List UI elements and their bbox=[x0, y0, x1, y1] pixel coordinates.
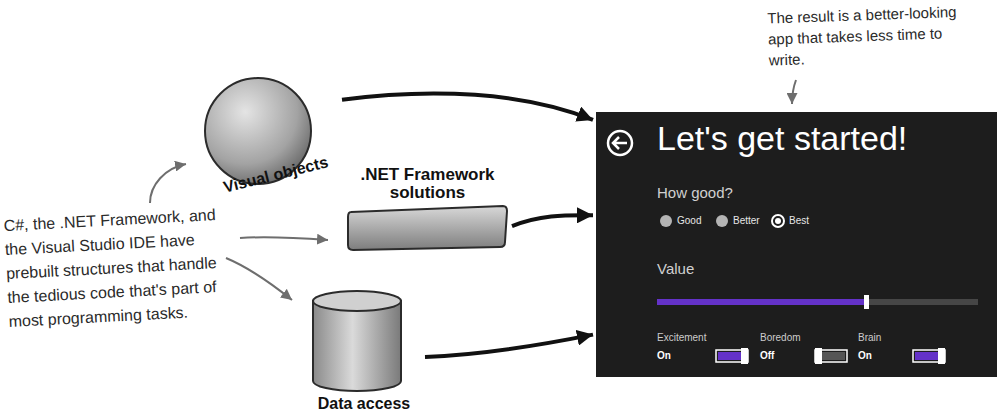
object-label: Data access bbox=[305, 394, 423, 413]
connector-arrow bbox=[425, 335, 593, 357]
app-text: Excitement bbox=[657, 332, 706, 344]
cylinder-top bbox=[313, 291, 401, 311]
app-text: On bbox=[858, 350, 872, 362]
app-text: On bbox=[657, 350, 671, 362]
app-text: Let's get started! bbox=[657, 118, 907, 159]
object-label: .NET Framework solutions bbox=[350, 166, 505, 202]
connector-arrow bbox=[512, 215, 593, 226]
app-text: Better bbox=[733, 215, 760, 227]
app-text: Off bbox=[760, 350, 774, 362]
app-screenshot: Let's get started! How good? Good Better Bes… bbox=[596, 112, 997, 377]
app-text: Boredom bbox=[760, 332, 801, 344]
app-background bbox=[596, 112, 997, 377]
toggle-knob bbox=[741, 348, 748, 364]
sphere-object: Visual objects bbox=[200, 75, 340, 199]
slider-thumb bbox=[864, 295, 869, 309]
leader-line bbox=[150, 164, 186, 203]
cylinder-body bbox=[313, 301, 401, 391]
radio-button bbox=[660, 215, 672, 227]
slider-track bbox=[657, 299, 978, 305]
app-text: Good bbox=[677, 215, 701, 227]
app-text: Best bbox=[789, 215, 809, 227]
toggle-knob bbox=[815, 348, 822, 364]
leader-line bbox=[226, 258, 292, 300]
back-arrow bbox=[613, 137, 627, 149]
bar-body bbox=[348, 206, 507, 250]
leader-line bbox=[240, 237, 328, 240]
app-text: Value bbox=[657, 260, 694, 278]
radio-button bbox=[772, 215, 784, 227]
connector-arrow bbox=[342, 93, 593, 120]
handwritten-note: C#, the .NET Framework, and the Visual S… bbox=[3, 202, 241, 334]
leader-line bbox=[792, 80, 796, 104]
app-text: How good? bbox=[657, 184, 733, 202]
back-button bbox=[608, 131, 632, 155]
radio-dot bbox=[775, 218, 781, 224]
app-text: Brain bbox=[858, 332, 881, 344]
cylinder-object: Data access bbox=[305, 288, 423, 418]
slider-fill bbox=[657, 299, 866, 305]
handwritten-note: The result is a better-looking app that … bbox=[767, 0, 974, 70]
toggle-knob bbox=[938, 348, 945, 364]
radio-button bbox=[716, 215, 728, 227]
bar-object: .NET Framework solutions bbox=[345, 166, 510, 252]
